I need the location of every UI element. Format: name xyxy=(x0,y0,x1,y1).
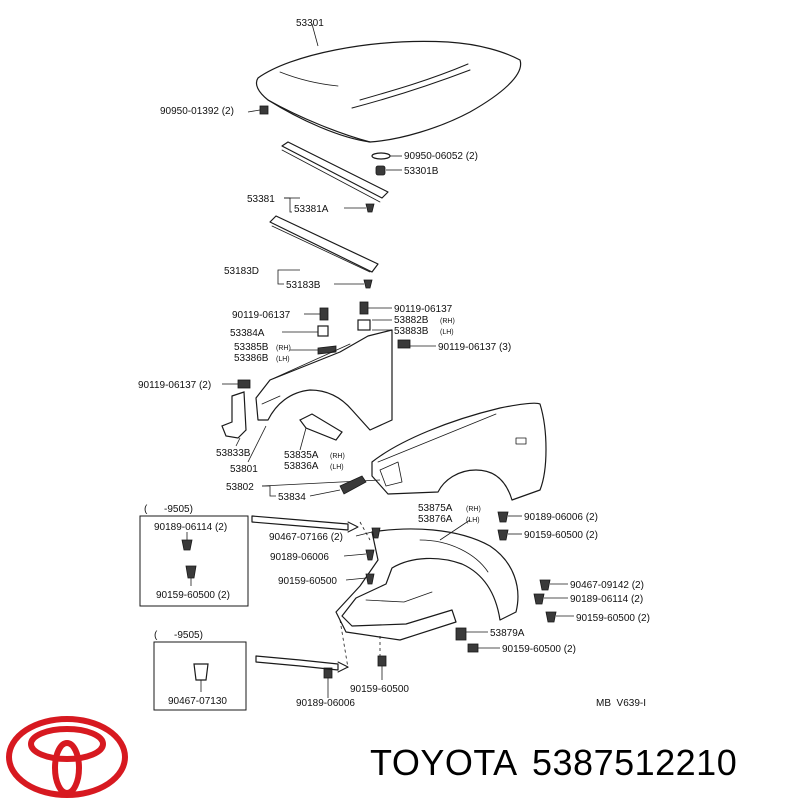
label-lh-tag-4: (LH) xyxy=(466,517,480,524)
clip-06006-2-icon xyxy=(497,511,509,523)
screw-60500-2a-icon xyxy=(497,529,509,541)
label-brace-lh: 53836A xyxy=(284,461,319,472)
screw-60500-2c-icon xyxy=(467,643,479,653)
label-bolt-right: 90119-06137 xyxy=(394,304,453,315)
seal-b-icon xyxy=(339,475,367,495)
label-bolt-2: 90119-06137 (2) xyxy=(138,380,211,391)
toyota-logo-icon xyxy=(6,716,128,798)
label-bracket-a: 53384A xyxy=(230,328,265,339)
label-screw-60500-2b: 90159-60500 (2) xyxy=(576,613,650,624)
hood-clip-icon xyxy=(259,105,269,115)
seal-c-icon xyxy=(455,627,467,641)
label-clip-06006-b: 90189-06006 xyxy=(296,698,355,709)
label-screw-60500-2a: 90159-60500 (2) xyxy=(524,530,598,541)
clip-07168-icon xyxy=(371,527,381,539)
clip-06006-a-icon xyxy=(365,549,375,561)
label-rh-tag-1: (RH) xyxy=(440,318,455,325)
box1-seal-strip xyxy=(251,515,349,531)
label-screw-60500-a: 90159-60500 xyxy=(278,576,337,587)
label-screw-60500-2c: 90159-60500 (2) xyxy=(502,644,576,655)
label-clip-07168: 90467-07166 (2) xyxy=(269,532,343,543)
label-plate-rh: 53385B xyxy=(234,342,269,353)
seal-upper-clip-icon xyxy=(365,203,375,213)
label-hood-clip: 90950-01392 (2) xyxy=(160,106,234,117)
label-box1-clip: 90189-06114 (2) xyxy=(154,522,227,533)
inset-box-2 xyxy=(153,641,247,711)
hood-seal-clip-icon xyxy=(371,152,391,160)
label-box2-clip: 90467-07130 xyxy=(168,696,227,707)
clip-06114-2r-icon xyxy=(533,593,545,605)
label-hood: 53301 xyxy=(296,18,324,29)
bolt-3-icon xyxy=(397,339,411,349)
label-clip-06006-2: 90189-06006 (2) xyxy=(524,512,598,523)
label-seal-lower-clip: 53183B xyxy=(286,280,321,291)
label-rh-tag-3: (RH) xyxy=(330,453,345,460)
label-seal-c: 53879A xyxy=(490,628,525,639)
label-bolt-3: 90119-06137 (3) xyxy=(438,342,511,353)
bolt-2-icon xyxy=(237,379,251,389)
bracket-b-icon xyxy=(221,391,247,439)
label-seal-lower: 53183D xyxy=(224,266,259,277)
label-bracket-lh: 53883B xyxy=(394,326,429,337)
bracket-rh-icon xyxy=(357,319,371,331)
label-lh-tag-3: (LH) xyxy=(330,464,344,471)
bolt-left-icon xyxy=(319,307,329,321)
label-box1-range: ( -9505) xyxy=(144,504,193,515)
screw-60500-2b-icon xyxy=(545,611,557,623)
hood-seal-lower xyxy=(269,215,379,273)
label-hood-cushion: 53301B xyxy=(404,166,439,177)
box2-clip-icon xyxy=(193,663,209,681)
fender-liner xyxy=(335,528,519,641)
label-bolt-left: 90119-06137 xyxy=(232,310,291,321)
label-liner-rh: 53875A xyxy=(418,503,453,514)
label-lh-tag-2: (LH) xyxy=(276,356,290,363)
box1-screw-icon xyxy=(185,565,197,579)
box2-seal-strip xyxy=(255,655,339,671)
label-lh-tag-1: (LH) xyxy=(440,329,454,336)
label-liner-lh: 53876A xyxy=(418,514,453,525)
seal-lower-clip-icon xyxy=(363,279,373,289)
label-box1-screw: 90159-60500 (2) xyxy=(156,590,230,601)
hood-seal-upper xyxy=(281,141,389,203)
part-number: 5387512210 xyxy=(532,742,738,783)
inset-box-1 xyxy=(139,515,249,607)
label-box2-range: ( -9505) xyxy=(154,630,203,641)
label-screw-60500-b: 90159-60500 xyxy=(350,684,409,695)
box1-clip-icon xyxy=(181,539,193,551)
label-clip-09142: 90467-09142 (2) xyxy=(570,580,644,591)
hood-panel xyxy=(255,40,522,143)
fender-front-view xyxy=(255,329,393,431)
diagram-code: MB V639-I xyxy=(596,698,646,709)
bolt-right-icon xyxy=(359,301,369,315)
clip-09142-icon xyxy=(539,579,551,591)
label-seal-b: 53834 xyxy=(278,492,306,503)
bracket-a-icon xyxy=(317,325,329,337)
label-seal-upper: 53381 xyxy=(247,194,275,205)
brand-name: TOYOTA xyxy=(370,742,518,783)
screw-60500-b-icon xyxy=(377,655,387,667)
label-bracket-rh: 53882B xyxy=(394,315,429,326)
label-clip-06114-2r: 90189-06114 (2) xyxy=(570,594,643,605)
label-rh-tag-4: (RH) xyxy=(466,506,481,513)
label-clip-06006-a: 90189-06006 xyxy=(270,552,329,563)
screw-60500-a-icon xyxy=(365,573,375,585)
hood-cushion-icon xyxy=(375,165,386,176)
label-seal-upper-clip: 53381A xyxy=(294,204,329,215)
brace-icon xyxy=(299,413,343,441)
fender-side-view xyxy=(371,402,547,501)
label-plate-lh: 53386B xyxy=(234,353,269,364)
label-hood-seal-clip: 90950-06052 (2) xyxy=(404,151,478,162)
label-fender-b: 53802 xyxy=(226,482,254,493)
label-fender-a: 53801 xyxy=(230,464,258,475)
label-brace-rh: 53835A xyxy=(284,450,319,461)
label-rh-tag-2: (RH) xyxy=(276,345,291,352)
plate-icon xyxy=(317,345,337,355)
label-bracket-b: 53833B xyxy=(216,448,251,459)
